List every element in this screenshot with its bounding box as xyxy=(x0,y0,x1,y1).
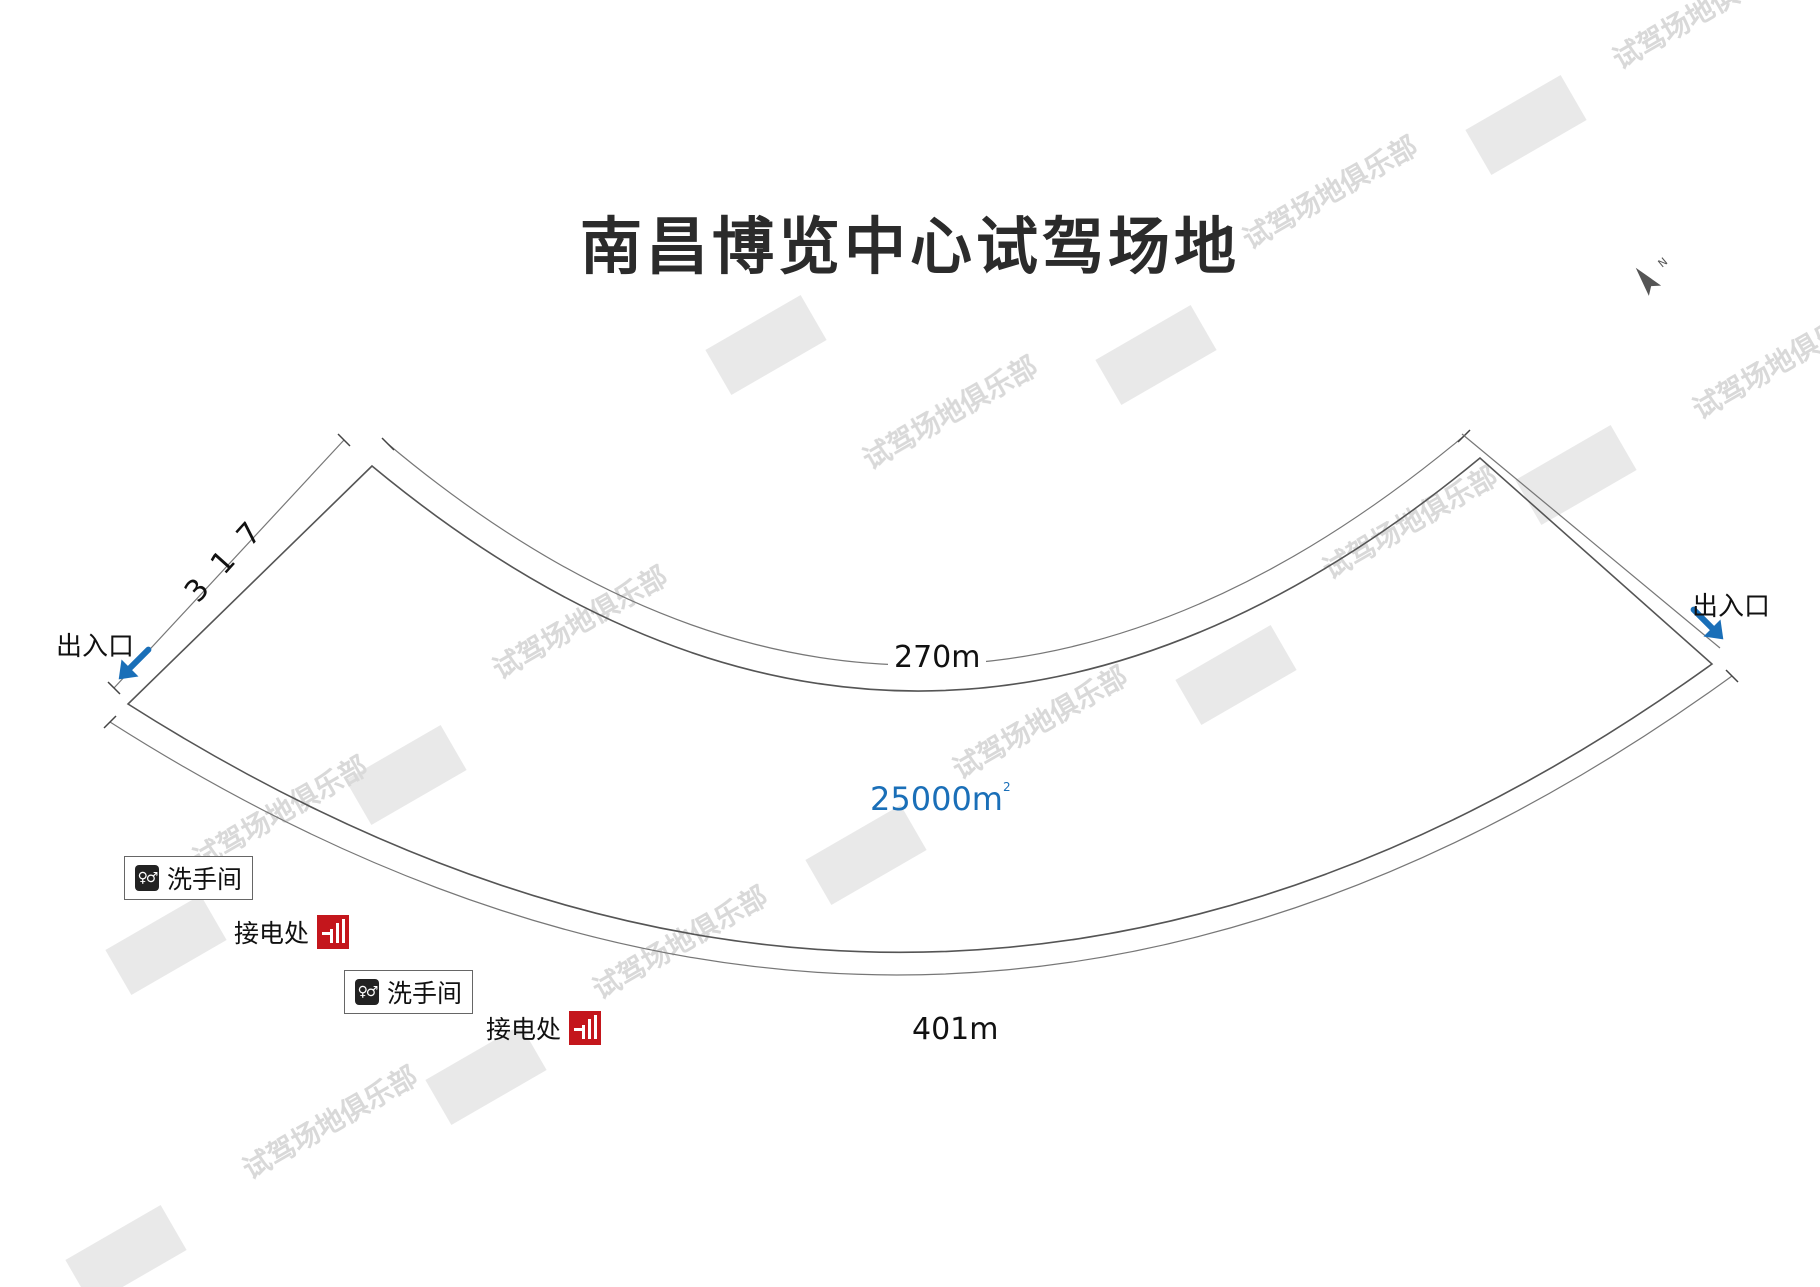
north-arrow-icon xyxy=(1635,267,1662,296)
venue-outline xyxy=(126,456,1714,954)
watermark-text: 试驾场地俱乐部 xyxy=(1607,0,1793,76)
left-side-tick-bottom xyxy=(107,681,121,695)
power-outlet-icon xyxy=(317,915,350,949)
left-side-tick-top xyxy=(337,433,351,447)
page-title: 南昌博览中心试驾场地 xyxy=(579,210,1240,283)
entrance-label-left: 出入口 xyxy=(56,632,135,662)
watermark-logo xyxy=(705,295,827,396)
restroom-icon: ♀♂ xyxy=(135,865,159,891)
side-width-digit: 7 xyxy=(230,516,269,554)
area-label: 25000m2 xyxy=(870,780,1011,818)
left-side-dimension-line xyxy=(113,439,345,689)
side-width-digit: 1 xyxy=(204,544,243,582)
watermark-text: 试驾场地俱乐部 xyxy=(487,559,673,686)
watermark-text: 试驾场地俱乐部 xyxy=(947,659,1133,786)
side-width-digit: 3 xyxy=(178,572,217,610)
watermark-text: 试驾场地俱乐部 xyxy=(237,1059,423,1186)
arrow-down-left-icon xyxy=(1690,606,1724,640)
outer-arc-dimension-label: 401m xyxy=(906,1012,1005,1047)
inner-dimension-tick-left xyxy=(381,437,395,451)
inner-arc-dimension-label: 270m xyxy=(888,640,987,675)
outer-dimension-tick-right xyxy=(1725,669,1739,683)
entrance-label-right: 出入口 xyxy=(1692,592,1771,622)
outer-dimension-tick-left xyxy=(103,715,117,729)
power-outlet-icon xyxy=(569,1011,602,1045)
power-point-label: 接电处 xyxy=(486,1015,562,1044)
restroom-label: 洗手间 xyxy=(387,979,463,1008)
restroom-label: 洗手间 xyxy=(167,865,243,894)
power-point-sign: 接电处 xyxy=(234,914,350,950)
watermark-text: 试驾场地俱乐部 xyxy=(857,349,1043,476)
power-point-label: 接电处 xyxy=(234,919,310,948)
restroom-icon: ♀♂ xyxy=(355,979,379,1005)
restroom-sign: ♀♂ 洗手间 xyxy=(124,856,254,900)
power-point-sign: 接电处 xyxy=(486,1010,602,1046)
restroom-sign: ♀♂ 洗手间 xyxy=(344,970,474,1014)
arrow-down-right-icon xyxy=(118,646,152,680)
watermark-layer xyxy=(65,75,1637,1287)
area-value: 25000m xyxy=(870,780,1003,818)
area-unit-superscript: 2 xyxy=(1002,780,1011,794)
right-side-dimension-line xyxy=(1461,433,1721,649)
watermark-text: 试驾场地俱乐部 xyxy=(1687,299,1820,426)
outer-dimension-line xyxy=(109,675,1733,976)
